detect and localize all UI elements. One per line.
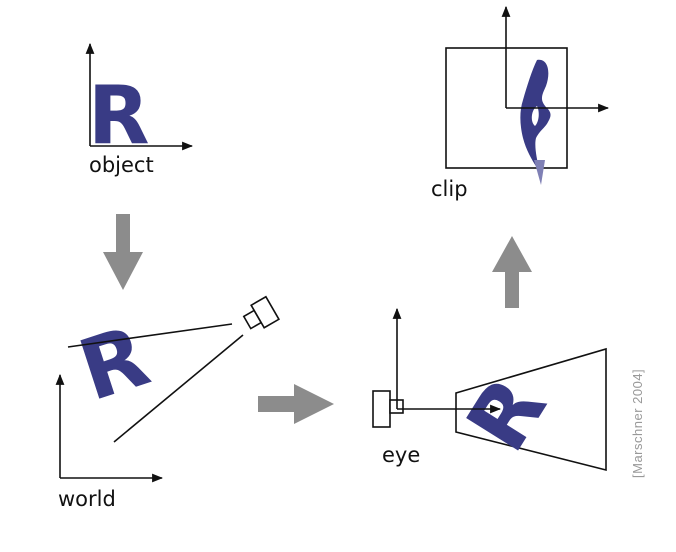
world-label: world xyxy=(58,487,116,511)
object-space-panel: R object xyxy=(85,42,194,177)
world-frustum-bottom-line xyxy=(113,334,244,443)
eye-to-clip-arrow xyxy=(492,236,532,308)
eye-frustum xyxy=(455,347,607,472)
clip-space-panel: clip xyxy=(431,5,610,201)
eye-label: eye xyxy=(382,443,420,467)
world-camera-icon xyxy=(242,295,280,330)
world-to-eye-arrow xyxy=(258,384,334,424)
world-letter-r: R xyxy=(68,307,160,420)
object-letter-r: R xyxy=(88,69,150,162)
world-frustum-top-line xyxy=(67,323,233,348)
world-space-panel: R world xyxy=(55,295,280,511)
clip-letter-r-tail xyxy=(534,160,545,185)
clip-letter-r-counter xyxy=(531,106,539,126)
object-label: object xyxy=(89,153,154,177)
clip-label: clip xyxy=(431,177,468,201)
citation-text: [Marschner 2004] xyxy=(630,369,645,478)
object-to-world-arrow xyxy=(103,214,143,290)
eye-space-panel: R eye xyxy=(372,307,607,472)
